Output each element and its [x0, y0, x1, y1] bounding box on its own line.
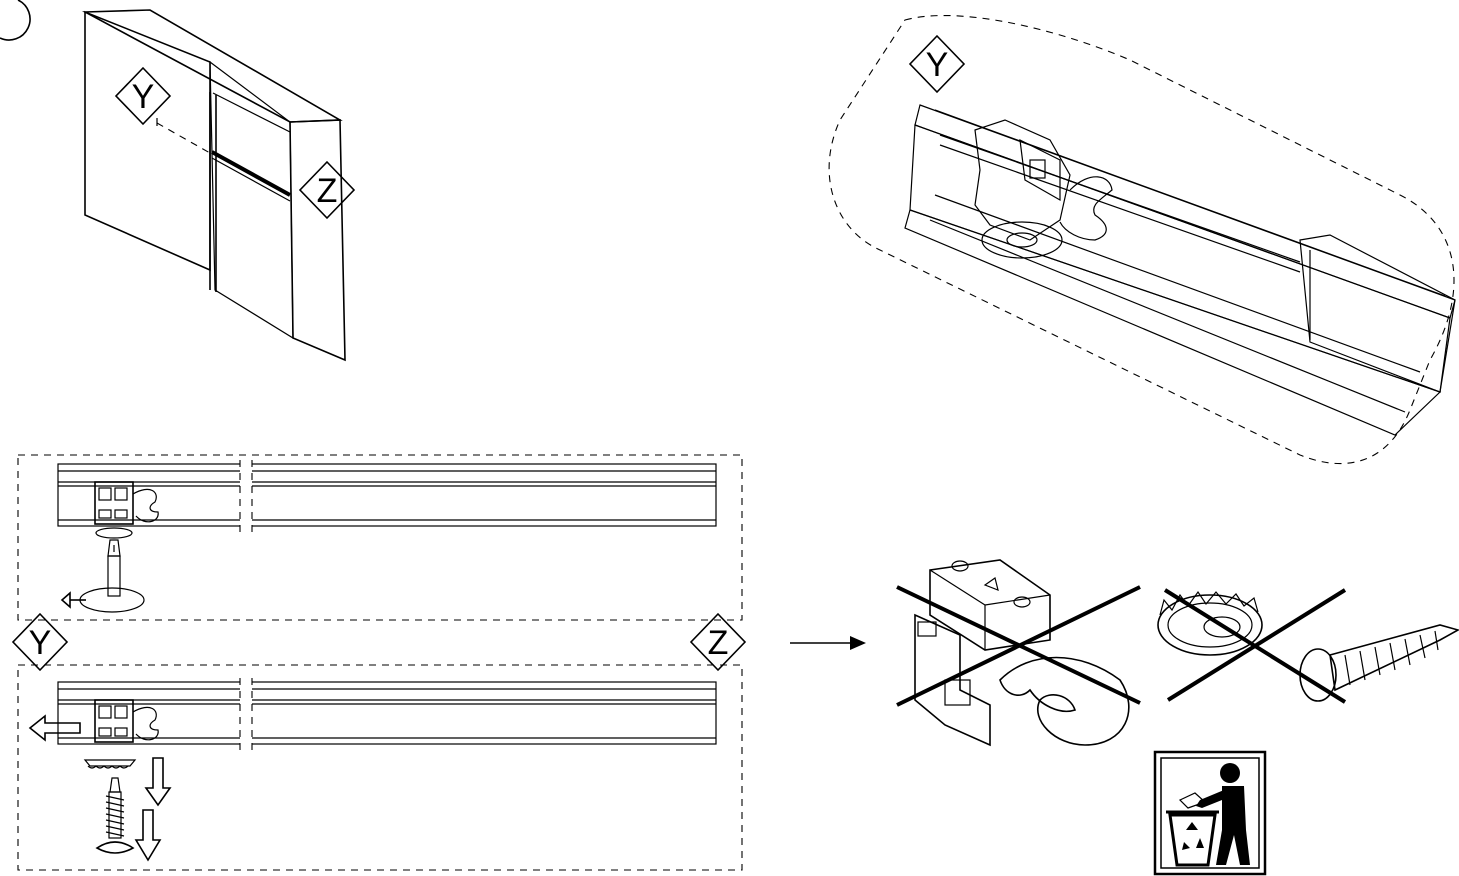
arrow-down-icon [134, 757, 172, 862]
clip-upper-icon [94, 481, 159, 539]
marker-z-step-label: Z [708, 624, 729, 662]
marker-y-detail: Y [908, 34, 966, 94]
step-frame-lower [17, 664, 743, 871]
rotate-arrow-icon [60, 587, 145, 613]
washer-down-icon [83, 759, 137, 769]
step-number-circle [0, 0, 31, 41]
wardrobe-door-icon [81, 9, 346, 362]
arrow-left-icon [28, 714, 81, 742]
marker-y-top-label: Y [132, 78, 155, 116]
washer-screw-crossed-icon [1157, 588, 1459, 704]
marker-z-top: Z [298, 160, 356, 220]
screw-icon [95, 777, 135, 854]
marker-y-step: Y [11, 612, 69, 672]
rail-lower [57, 678, 717, 750]
rail-detail-icon [904, 104, 1456, 436]
detail-bubble [828, 15, 1455, 465]
clip-crossed-icon [896, 559, 1141, 747]
arrow-right-icon [790, 636, 866, 650]
rail-upper [57, 460, 717, 532]
marker-y-step-label: Y [29, 624, 52, 662]
step-frame-upper [17, 454, 743, 621]
marker-z-top-label: Z [317, 172, 338, 210]
marker-z-step: Z [689, 612, 747, 672]
marker-y-top: Y [114, 66, 172, 126]
clip-lower-icon [94, 699, 159, 743]
marker-y-detail-label: Y [926, 46, 949, 84]
screwdriver-icon [107, 539, 121, 597]
recycle-bin-icon [1153, 750, 1267, 876]
